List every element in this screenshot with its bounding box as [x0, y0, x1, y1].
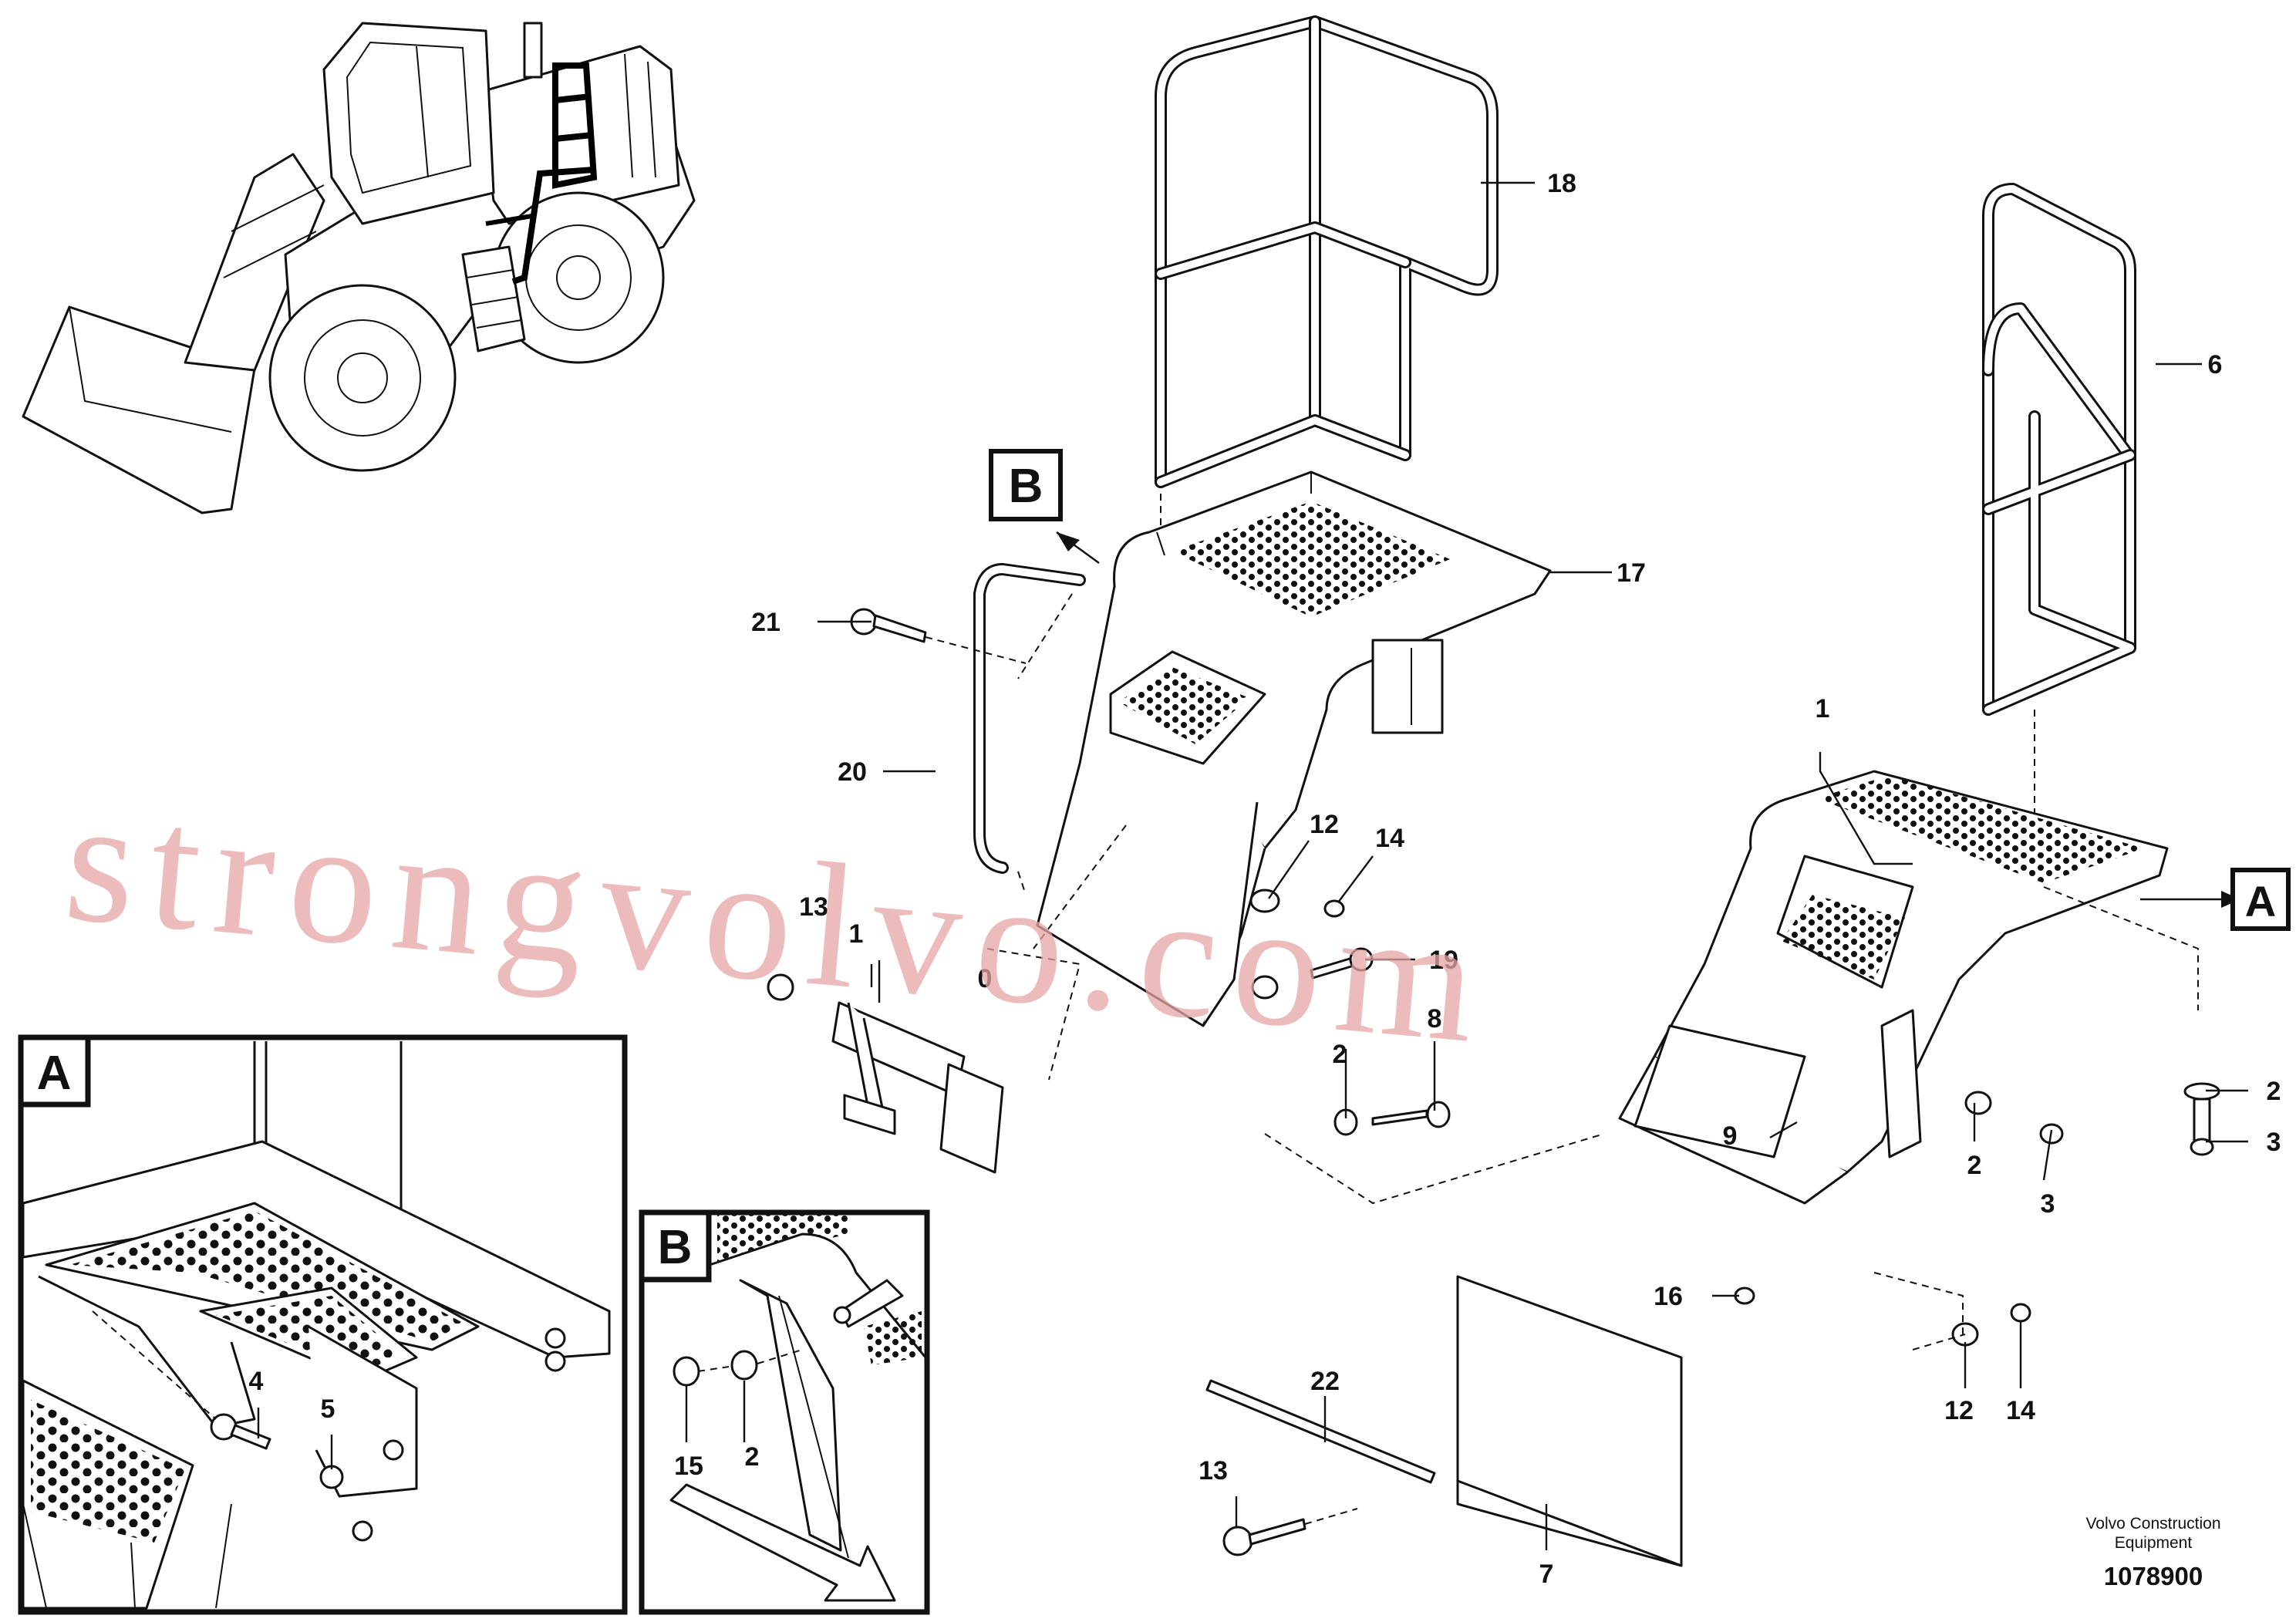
grab-rail-20 — [973, 563, 1086, 895]
leader-lines — [818, 181, 2248, 1550]
step-assembly-1 — [1618, 770, 2199, 1205]
callout-1-left: 1 — [849, 919, 864, 949]
callout-8: 8 — [1428, 1004, 1442, 1034]
callout-3-right: 3 — [2267, 1128, 2281, 1157]
callout-numbers: 18 6 17 21 20 1 12 14 13 1 0 19 2 8 9 2 … — [249, 169, 2281, 1589]
callout-0: 0 — [978, 964, 993, 993]
callout-22: 22 — [1310, 1367, 1340, 1396]
mounting-strip-22 — [1205, 1379, 1436, 1484]
callout-1-right: 1 — [1816, 694, 1830, 723]
loader-cab — [322, 22, 495, 225]
callout-17: 17 — [1617, 558, 1646, 588]
callout-9: 9 — [1723, 1121, 1738, 1151]
callout-2-inset-b: 2 — [745, 1442, 760, 1472]
callout-2-center: 2 — [1333, 1040, 1347, 1069]
callout-20: 20 — [838, 757, 867, 787]
callout-7: 7 — [1539, 1560, 1554, 1589]
view-label-a-main: A — [2230, 868, 2291, 931]
fasteners — [1222, 889, 2220, 1556]
machine-steps — [461, 245, 526, 352]
loader-exhaust — [523, 22, 543, 79]
brand-line-1: Volvo Construction — [2085, 1515, 2220, 1533]
svg-text:B: B — [1009, 460, 1043, 513]
callout-15: 15 — [674, 1452, 703, 1481]
callout-6: 6 — [2208, 350, 2223, 379]
brand-line-2: Equipment — [2115, 1534, 2193, 1552]
callout-5: 5 — [321, 1394, 335, 1424]
bolt-21 — [850, 608, 1027, 664]
callout-18: 18 — [1547, 169, 1576, 198]
callout-14-lower: 14 — [2006, 1396, 2035, 1425]
detail-view-b: B — [639, 1209, 930, 1615]
svg-text:A: A — [2245, 877, 2276, 926]
title-block: Volvo Construction Equipment 1078900 — [2085, 1515, 2220, 1590]
callout-4: 4 — [249, 1367, 264, 1396]
highlighted-ladder — [552, 62, 598, 189]
cover-plate-7 — [1456, 1275, 1683, 1567]
lower-left-brackets — [767, 948, 1081, 1174]
detail-view-a: A — [18, 1034, 628, 1615]
handrail-6 — [1982, 183, 2136, 895]
view-label-b-main: B — [989, 449, 1063, 521]
step-assembly-17 — [1033, 470, 1552, 1027]
callout-3-lower: 3 — [2041, 1189, 2055, 1219]
callout-12-lower: 12 — [1944, 1396, 1974, 1425]
svg-text:B: B — [658, 1221, 693, 1274]
callout-12-upper: 12 — [1310, 810, 1339, 839]
callout-16: 16 — [1654, 1282, 1683, 1311]
document-number: 1078900 — [2104, 1562, 2203, 1590]
svg-text:A: A — [37, 1047, 72, 1100]
callout-21: 21 — [751, 608, 781, 637]
wheel-loader-overview — [22, 22, 696, 514]
callout-2-lower: 2 — [1967, 1151, 1982, 1180]
callout-14-upper: 14 — [1375, 824, 1404, 853]
handrail-18 — [1155, 15, 1499, 540]
callout-2-right: 2 — [2267, 1077, 2281, 1106]
callout-13-left: 13 — [799, 892, 828, 922]
front-wheel — [268, 284, 457, 472]
callout-19: 19 — [1429, 946, 1458, 975]
callout-13-lower: 13 — [1199, 1456, 1228, 1485]
